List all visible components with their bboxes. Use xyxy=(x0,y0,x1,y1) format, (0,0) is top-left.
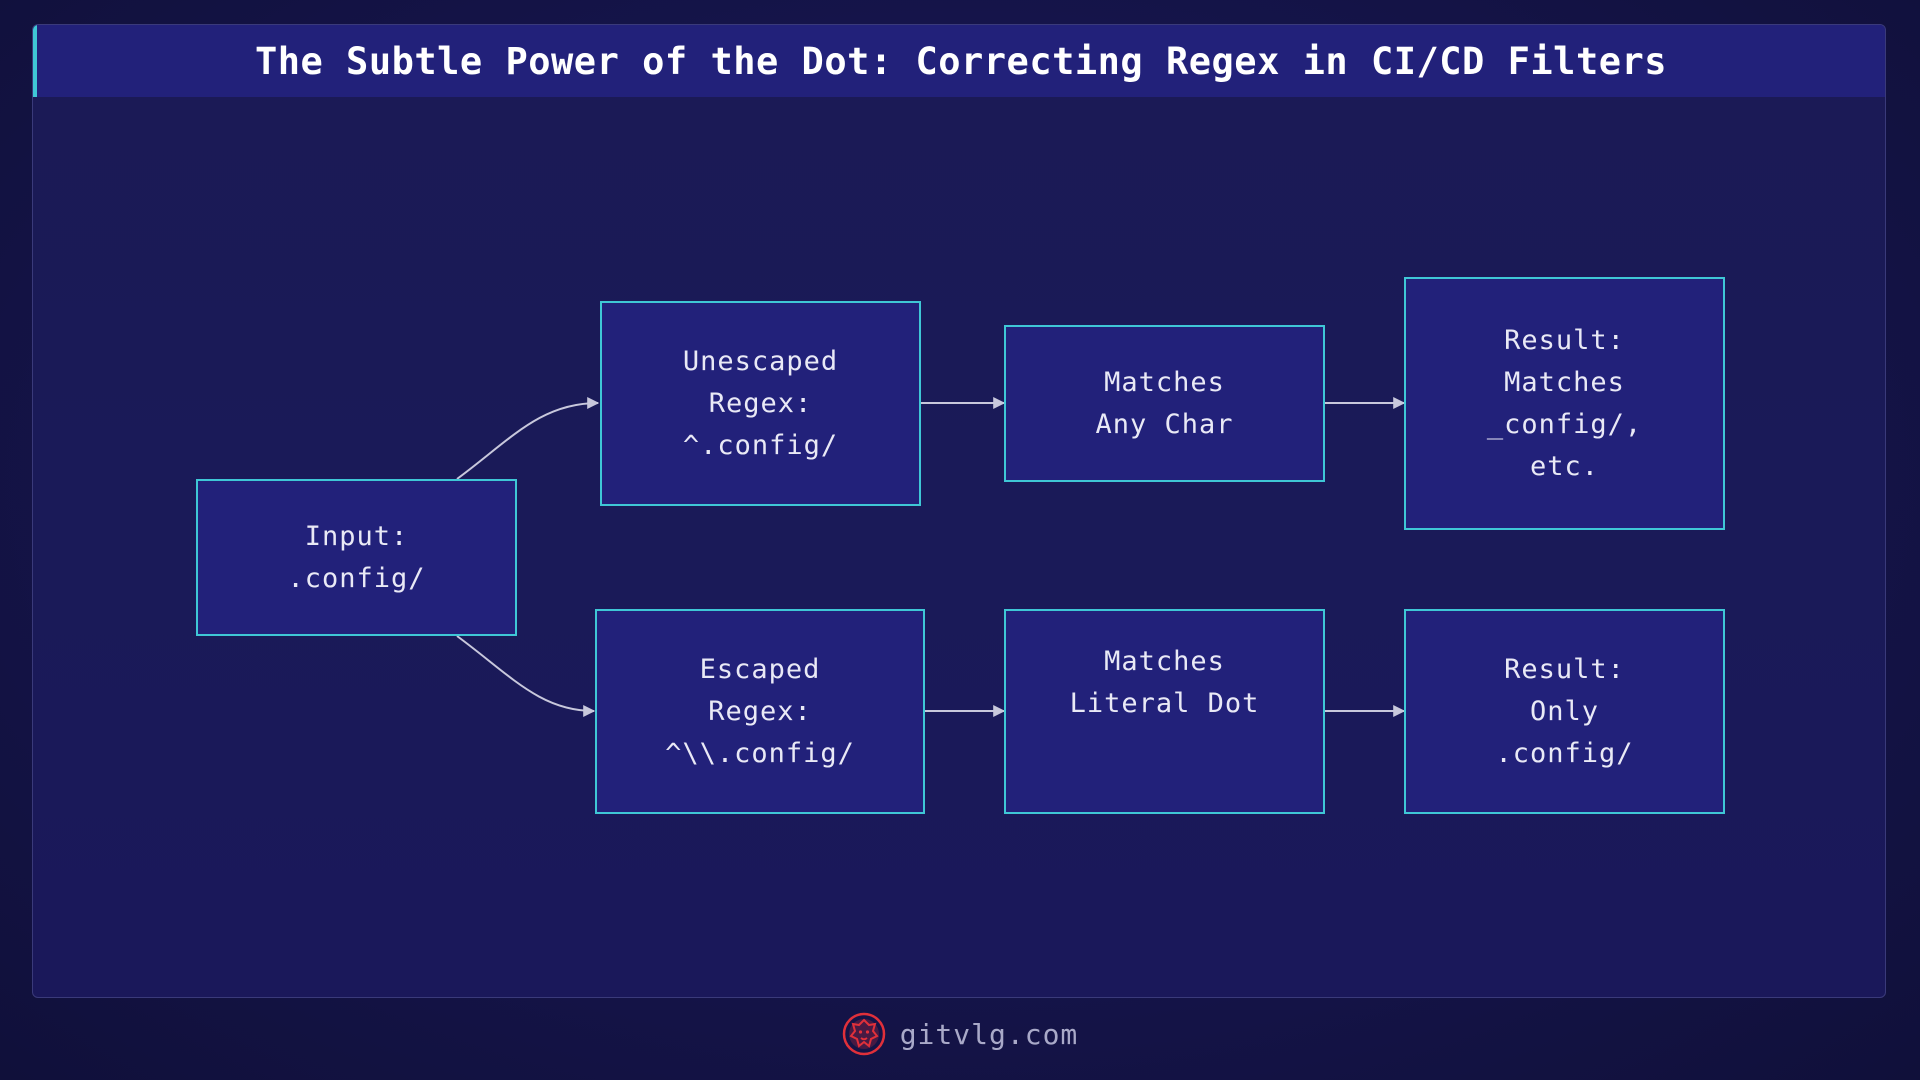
title-bar: The Subtle Power of the Dot: Correcting … xyxy=(33,25,1885,97)
node-result-only: Result: Only .config/ xyxy=(1404,609,1725,814)
node-result-any: Result: Matches _config/, etc. xyxy=(1404,277,1725,530)
node-result-only-label: Result: Only .config/ xyxy=(1495,653,1634,769)
node-escaped-regex-label: Escaped Regex: ^\\.config/ xyxy=(665,653,855,769)
node-input-label: Input: .config/ xyxy=(287,520,426,594)
node-unescaped-regex: Unescaped Regex: ^.config/ xyxy=(600,301,921,506)
footer: gitvlg.com xyxy=(0,1012,1920,1056)
node-result-any-label: Result: Matches _config/, etc. xyxy=(1486,324,1643,482)
node-escaped-regex: Escaped Regex: ^\\.config/ xyxy=(595,609,925,814)
page-title: The Subtle Power of the Dot: Correcting … xyxy=(254,39,1668,83)
node-matches-any-char: Matches Any Char xyxy=(1004,325,1325,482)
node-input: Input: .config/ xyxy=(196,479,517,636)
lion-head-icon xyxy=(842,1012,885,1056)
node-matches-literal-dot-label: Matches Literal Dot xyxy=(1069,646,1260,719)
node-matches-literal-dot: Matches Literal Dot xyxy=(1004,609,1325,814)
node-unescaped-regex-label: Unescaped Regex: ^.config/ xyxy=(682,345,839,461)
footer-site-link[interactable]: gitvlg.com xyxy=(899,1017,1079,1051)
node-matches-any-char-label: Matches Any Char xyxy=(1095,366,1234,440)
